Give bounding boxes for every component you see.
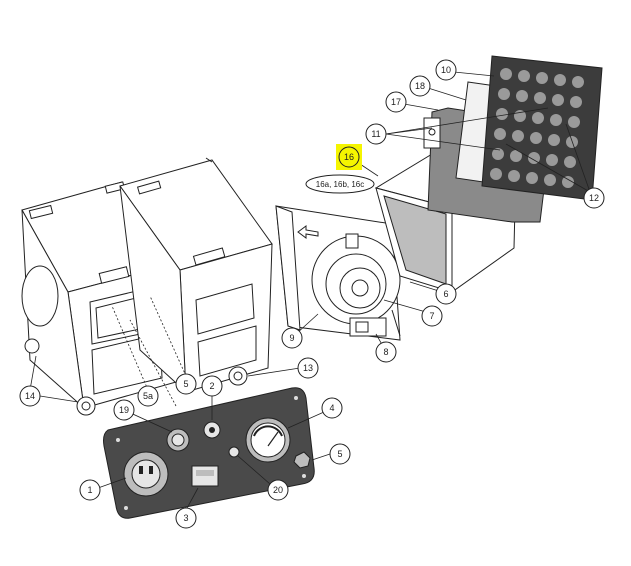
callout-20: 20 <box>267 479 289 501</box>
callout-7: 7 <box>421 305 443 327</box>
callout-14: 14 <box>19 385 41 407</box>
callout-8: 8 <box>375 341 397 363</box>
callout-9: 9 <box>281 327 303 349</box>
callout-label-16: 16 <box>344 152 354 162</box>
callout-6: 6 <box>435 283 457 305</box>
callout-label-6: 6 <box>443 289 448 299</box>
leader-lines <box>29 71 591 511</box>
callout-label-3: 3 <box>183 513 188 523</box>
filter-variants-note: 16a, 16b, 16c <box>305 174 375 194</box>
callout-18: 18 <box>409 75 431 97</box>
callout-label-12: 12 <box>589 193 599 203</box>
callout-11: 11 <box>365 123 387 145</box>
callout-4: 4 <box>321 397 343 419</box>
blower-assembly <box>275 205 401 341</box>
callout-label-18: 18 <box>415 81 425 91</box>
callout-label-13: 13 <box>303 363 313 373</box>
callout-10: 10 <box>435 59 457 81</box>
callout-label-7: 7 <box>429 311 434 321</box>
second-housing <box>119 157 273 394</box>
callout-19: 19 <box>113 399 135 421</box>
callout-label-8: 8 <box>383 347 388 357</box>
callout-2: 2 <box>201 375 223 397</box>
callout-label-17: 17 <box>391 97 401 107</box>
grid-filter <box>481 55 603 201</box>
callout-label-9: 9 <box>289 333 294 343</box>
callout-label-14: 14 <box>25 391 35 401</box>
callout-5a: 5a <box>137 385 159 407</box>
callout-label-1: 1 <box>87 485 92 495</box>
callout-13: 13 <box>297 357 319 379</box>
callout-1: 1 <box>79 479 101 501</box>
callout-3: 3 <box>175 507 197 529</box>
callout-16: 16 <box>338 146 360 168</box>
callout-17: 17 <box>385 91 407 113</box>
callout-label-5a: 5a <box>143 391 153 401</box>
filter-variants-label: 16a, 16b, 16c <box>316 180 364 189</box>
callout-label-5-panel: 5 <box>337 449 342 459</box>
callout-label-10: 10 <box>441 65 451 75</box>
callout-label-11: 11 <box>371 129 380 139</box>
callout-label-5-housing: 5 <box>183 379 188 389</box>
callout-12: 12 <box>583 187 605 209</box>
callout-5-housing: 5 <box>175 373 197 395</box>
callout-label-20: 20 <box>273 485 283 495</box>
control-panel <box>103 387 315 519</box>
callout-label-4: 4 <box>329 403 334 413</box>
callout-5-panel: 5 <box>329 443 351 465</box>
callout-label-19: 19 <box>119 405 129 415</box>
callout-label-2: 2 <box>209 381 214 391</box>
